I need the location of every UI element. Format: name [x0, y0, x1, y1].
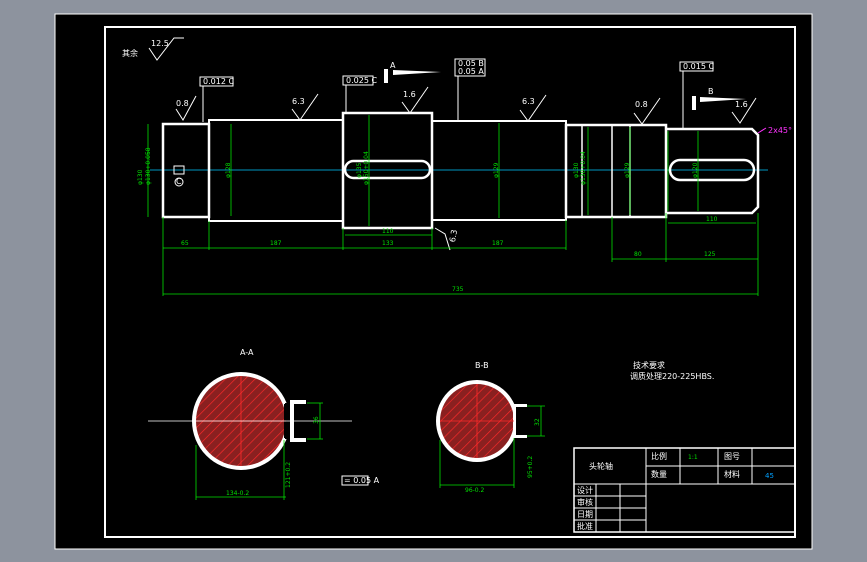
dim-187-left: 187 — [270, 240, 282, 247]
sec-bb-title: B-B — [475, 361, 489, 370]
dim-65: 65 — [181, 240, 189, 247]
shaft-view: φ130 φ130+0.058 φ128 φ135 φ150+0.04 φ129… — [137, 111, 768, 230]
roughness-other-symbol — [148, 37, 184, 61]
roughness-symbols: 0.8 6.3 1.6 6.3 0.8 1.6 6.3 — [175, 86, 757, 251]
sym-tol: = 0.05 A — [344, 476, 380, 485]
dia-left-1: φ130 — [137, 169, 144, 185]
rough-under: 6.3 — [448, 229, 459, 243]
dia-3a: φ135 — [356, 162, 363, 178]
tolerance-frames: 0.012 C 0.025 C 0.05 B 0.05 A 0.015 C — [199, 58, 714, 129]
material-value: 45 — [765, 472, 774, 480]
dia-5b: φ130+0.04 — [580, 151, 587, 185]
datum-c-circle — [174, 177, 184, 187]
section-bb: B-B 32 95+0.2 96-0.2 — [436, 361, 545, 494]
datum-c-label: C — [176, 177, 182, 186]
drawn-label: 审核 — [577, 497, 593, 507]
sec-aa-diameter: 134-0.2 — [226, 490, 249, 497]
dia-7: φ120 — [692, 162, 699, 178]
sec-bb-width: 32 — [534, 418, 541, 426]
tol-1: 0.012 C — [203, 77, 234, 86]
datum-c-box — [173, 165, 185, 175]
tol-3b: 0.05 A — [458, 67, 484, 76]
dim-187-right: 187 — [492, 240, 504, 247]
chamfer-label: 2x45° — [768, 126, 792, 135]
designed-label: 设计 — [577, 485, 593, 495]
tol-frame-1 — [199, 76, 234, 87]
title-block: 头轮轴 比例 1:1 图号 数量 材料 45 设计 审核 日期 批准 — [573, 447, 796, 533]
approved-label: 批准 — [577, 521, 593, 531]
sec-bb-diameter: 96-0.2 — [465, 487, 485, 494]
section-a-marker: A — [390, 61, 396, 70]
dia-2: φ128 — [225, 162, 232, 178]
dim-125: 125 — [704, 251, 716, 258]
tol-frame-4 — [679, 61, 714, 72]
rough-3: 1.6 — [403, 90, 416, 99]
dia-left-2: φ130+0.058 — [145, 147, 152, 185]
date-label: 日期 — [577, 510, 593, 519]
section-markers: A B 2x45° — [384, 61, 792, 135]
shaft-seg-5 — [564, 123, 668, 219]
dia-6: φ129 — [624, 162, 631, 178]
material-label: 材料 — [724, 469, 740, 479]
drawing-border — [104, 26, 796, 538]
notes-line-1: 调质处理220-225HBS. — [630, 371, 714, 381]
sec-aa-width: 36 — [313, 416, 320, 424]
qty-label: 数量 — [651, 469, 667, 479]
rough-6: 1.6 — [735, 100, 748, 109]
length-dimensions: 65 187 110 133 187 80 125 110 735 — [162, 213, 759, 296]
rough-2: 6.3 — [292, 97, 305, 106]
tol-frame-3 — [454, 58, 486, 77]
keyway-a — [343, 159, 432, 180]
keyway-b — [668, 158, 756, 182]
shaft-seg-6 — [666, 127, 760, 215]
sym-tol-frame — [341, 475, 369, 486]
tol-4: 0.015 C — [683, 62, 714, 71]
dia-3b: φ150+0.04 — [363, 151, 370, 185]
dim-80: 80 — [634, 251, 642, 258]
dia-4: φ129 — [493, 162, 500, 178]
drawing-no-label: 图号 — [724, 452, 740, 461]
dim-133: 133 — [382, 240, 394, 247]
tol-3a: 0.05 B — [458, 59, 484, 68]
sec-bb-depth: 95+0.2 — [527, 456, 534, 478]
scale-value: 1:1 — [688, 454, 698, 461]
part-name: 头轮轴 — [589, 461, 613, 471]
tol-frame-2 — [342, 75, 374, 86]
paper-sheet — [54, 13, 813, 550]
rough-5: 0.8 — [635, 100, 648, 109]
roughness-other-value: 12.5 — [151, 39, 169, 48]
dim-735: 735 — [452, 286, 464, 293]
other-label: 其余 — [122, 48, 138, 58]
scale-label: 比例 — [651, 451, 667, 461]
tol-2: 0.025 C — [346, 76, 377, 85]
notes-heading: 技术要求 — [633, 360, 665, 370]
rough-left: 0.8 — [176, 99, 189, 108]
section-aa: A-A 36 121+0.2 134-0.2 = 0.05 A — [148, 348, 380, 500]
dim-110-left: 110 — [382, 228, 394, 235]
sec-aa-title: A-A — [240, 348, 254, 357]
rough-4: 6.3 — [522, 97, 535, 106]
section-b-marker: B — [708, 87, 714, 96]
dia-5a: φ130 — [573, 162, 580, 178]
sec-aa-depth: 121+0.2 — [285, 462, 292, 488]
dim-110-right: 110 — [706, 216, 718, 223]
